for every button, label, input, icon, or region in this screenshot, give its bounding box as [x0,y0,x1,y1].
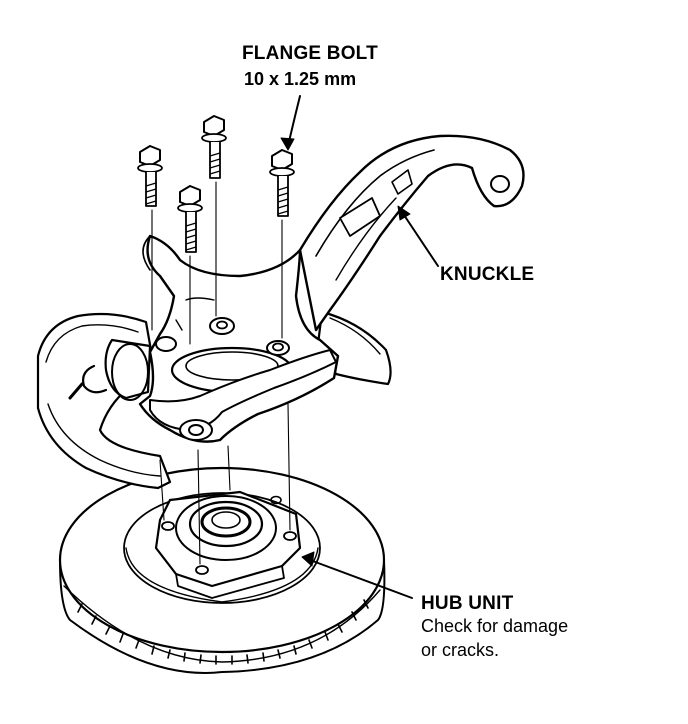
steering-knuckle [68,134,525,443]
flange-bolt-1 [137,145,163,207]
flange-bolt-leader [280,95,301,151]
bolt-alignment-lines [151,181,291,565]
flange-bolt-3 [177,185,203,253]
knuckle-leader [397,205,439,267]
hub-unit-note-line1: Check for damage [421,616,569,636]
flange-bolt-4 [269,149,295,217]
hub-unit-label: HUB UNIT [421,593,514,614]
flange-bolt-spec: 10 x 1.25 mm [244,69,357,89]
hub-unit-note-line2: or cracks. [421,640,500,660]
hub-unit-leader [301,551,413,599]
flange-bolt-label: FLANGE BOLT [242,43,378,64]
hub-unit [154,490,302,599]
knuckle-label: KNUCKLE [440,264,535,285]
flange-bolt-2 [201,115,227,179]
